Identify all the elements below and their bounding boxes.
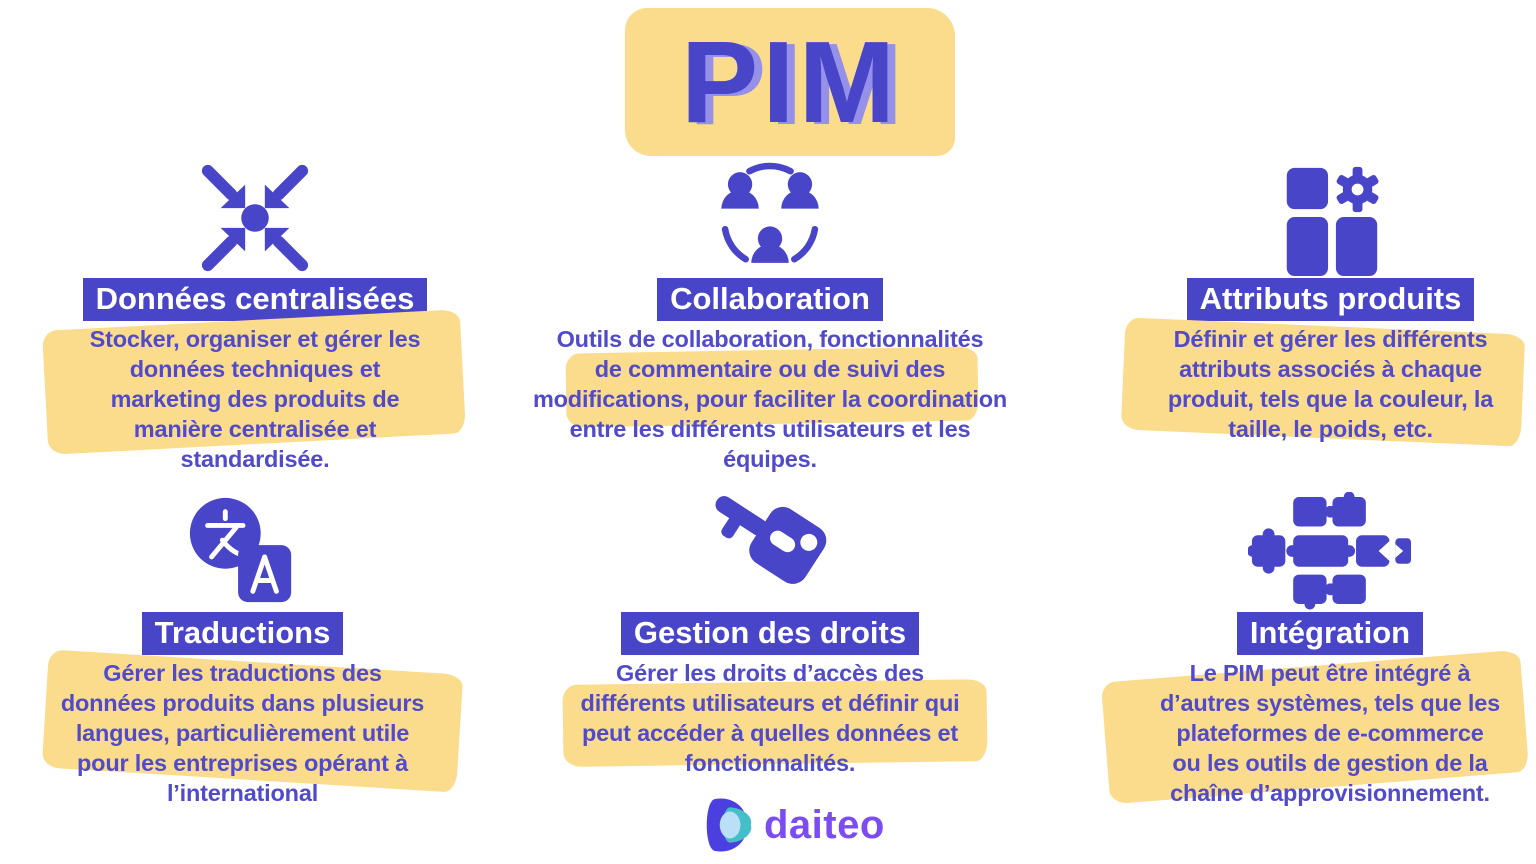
heading-gestion-des-droits: Gestion des droits (620, 612, 920, 655)
body-line: modifications, pour faciliter la coordin… (532, 386, 1008, 412)
body-integration: Le PIM peut être intégré à d’autres syst… (1100, 649, 1536, 808)
heading-integration: Intégration (1236, 612, 1424, 655)
section-donnees-centralisees: Données centralisées Stocker, organiser … (25, 158, 485, 474)
body-line: langues, particulièrement utile (75, 720, 410, 746)
body-line: peut accéder à quelles données et (581, 720, 959, 746)
heading-row: Attributs produits (1108, 278, 1536, 321)
body-line: de commentaire ou de suivi des (594, 356, 946, 382)
boxes-gear-icon (1108, 158, 1536, 276)
body-line: d’autres systèmes, tels que les (1160, 690, 1500, 716)
key-icon (518, 492, 1022, 610)
page-title: PIM (680, 17, 900, 147)
body-line: données techniques et (129, 356, 381, 382)
heading-row: Intégration (1105, 612, 1536, 655)
body-line: plateformes de e-commerce (1176, 720, 1484, 746)
body-line: ou les outils de gestion de la (1172, 750, 1488, 776)
daiteo-logo: daiteo (700, 792, 885, 858)
body-line: Le PIM peut être intégré à (1189, 660, 1471, 686)
heading-attributs-produits: Attributs produits (1186, 278, 1475, 321)
body-line: Gérer les traductions des (103, 660, 382, 686)
section-gestion-des-droits: Gestion des droits Gérer les droits d’ac… (518, 492, 1022, 778)
body-line: chaîne d’approvisionnement. (1170, 780, 1490, 806)
people-circle-icon (518, 158, 1022, 276)
section-integration: Intégration Le PIM peut être intégré à d… (1100, 492, 1536, 808)
body-line: l’international (166, 780, 319, 806)
body-line: Stocker, organiser et gérer les (89, 326, 421, 352)
body-line: manière centralisée et (133, 416, 377, 442)
body-line: équipes. (723, 446, 817, 472)
body-line: différents utilisateurs et définir qui (580, 690, 960, 716)
body-line: pour les entreprises opérant à (77, 750, 408, 776)
section-traductions: Traductions Gérer les traductions des do… (15, 492, 470, 808)
title-highlight: PIM (625, 8, 955, 156)
centralize-arrows-icon (25, 158, 485, 276)
body-line: Gérer les droits d’accès des (616, 660, 924, 686)
daiteo-logo-text: daiteo (764, 802, 885, 847)
body-line: entre les différents utilisateurs et les (569, 416, 971, 442)
body-line: produit, tels que la couleur, la (1167, 386, 1494, 412)
body-line: marketing des produits de (110, 386, 400, 412)
heading-row: Traductions (15, 612, 470, 655)
body-line: attributs associés à chaque (1179, 356, 1482, 382)
body-line: données produits dans plusieurs (60, 690, 425, 716)
body-line: fonctionnalités. (684, 750, 856, 776)
body-collaboration: Outils de collaboration, fonctionnalités… (518, 324, 1022, 474)
section-collaboration: Collaboration Outils de collaboration, f… (518, 158, 1022, 474)
body-line: standardisée. (180, 446, 330, 472)
section-attributs-produits: Attributs produits Définir et gérer les … (1108, 158, 1536, 447)
body-gestion-des-droits: Gérer les droits d’accès des différents … (518, 658, 1022, 778)
body-attributs-produits: Définir et gérer les différents attribut… (1108, 317, 1536, 447)
heading-row: Collaboration (518, 278, 1022, 321)
body-traductions: Gérer les traductions des données produi… (15, 649, 470, 808)
translation-icon (15, 492, 470, 610)
body-line: taille, le poids, etc. (1228, 416, 1433, 442)
body-line: Outils de collaboration, fonctionnalités (556, 326, 984, 352)
heading-traductions: Traductions (141, 612, 344, 655)
heading-row: Gestion des droits (518, 612, 1022, 655)
body-donnees-centralisees: Stocker, organiser et gérer les données … (25, 309, 485, 474)
body-line: Définir et gérer les différents (1173, 326, 1488, 352)
daiteo-logo-mark (706, 798, 752, 852)
heading-collaboration: Collaboration (657, 278, 883, 321)
puzzle-icon (1105, 492, 1536, 610)
